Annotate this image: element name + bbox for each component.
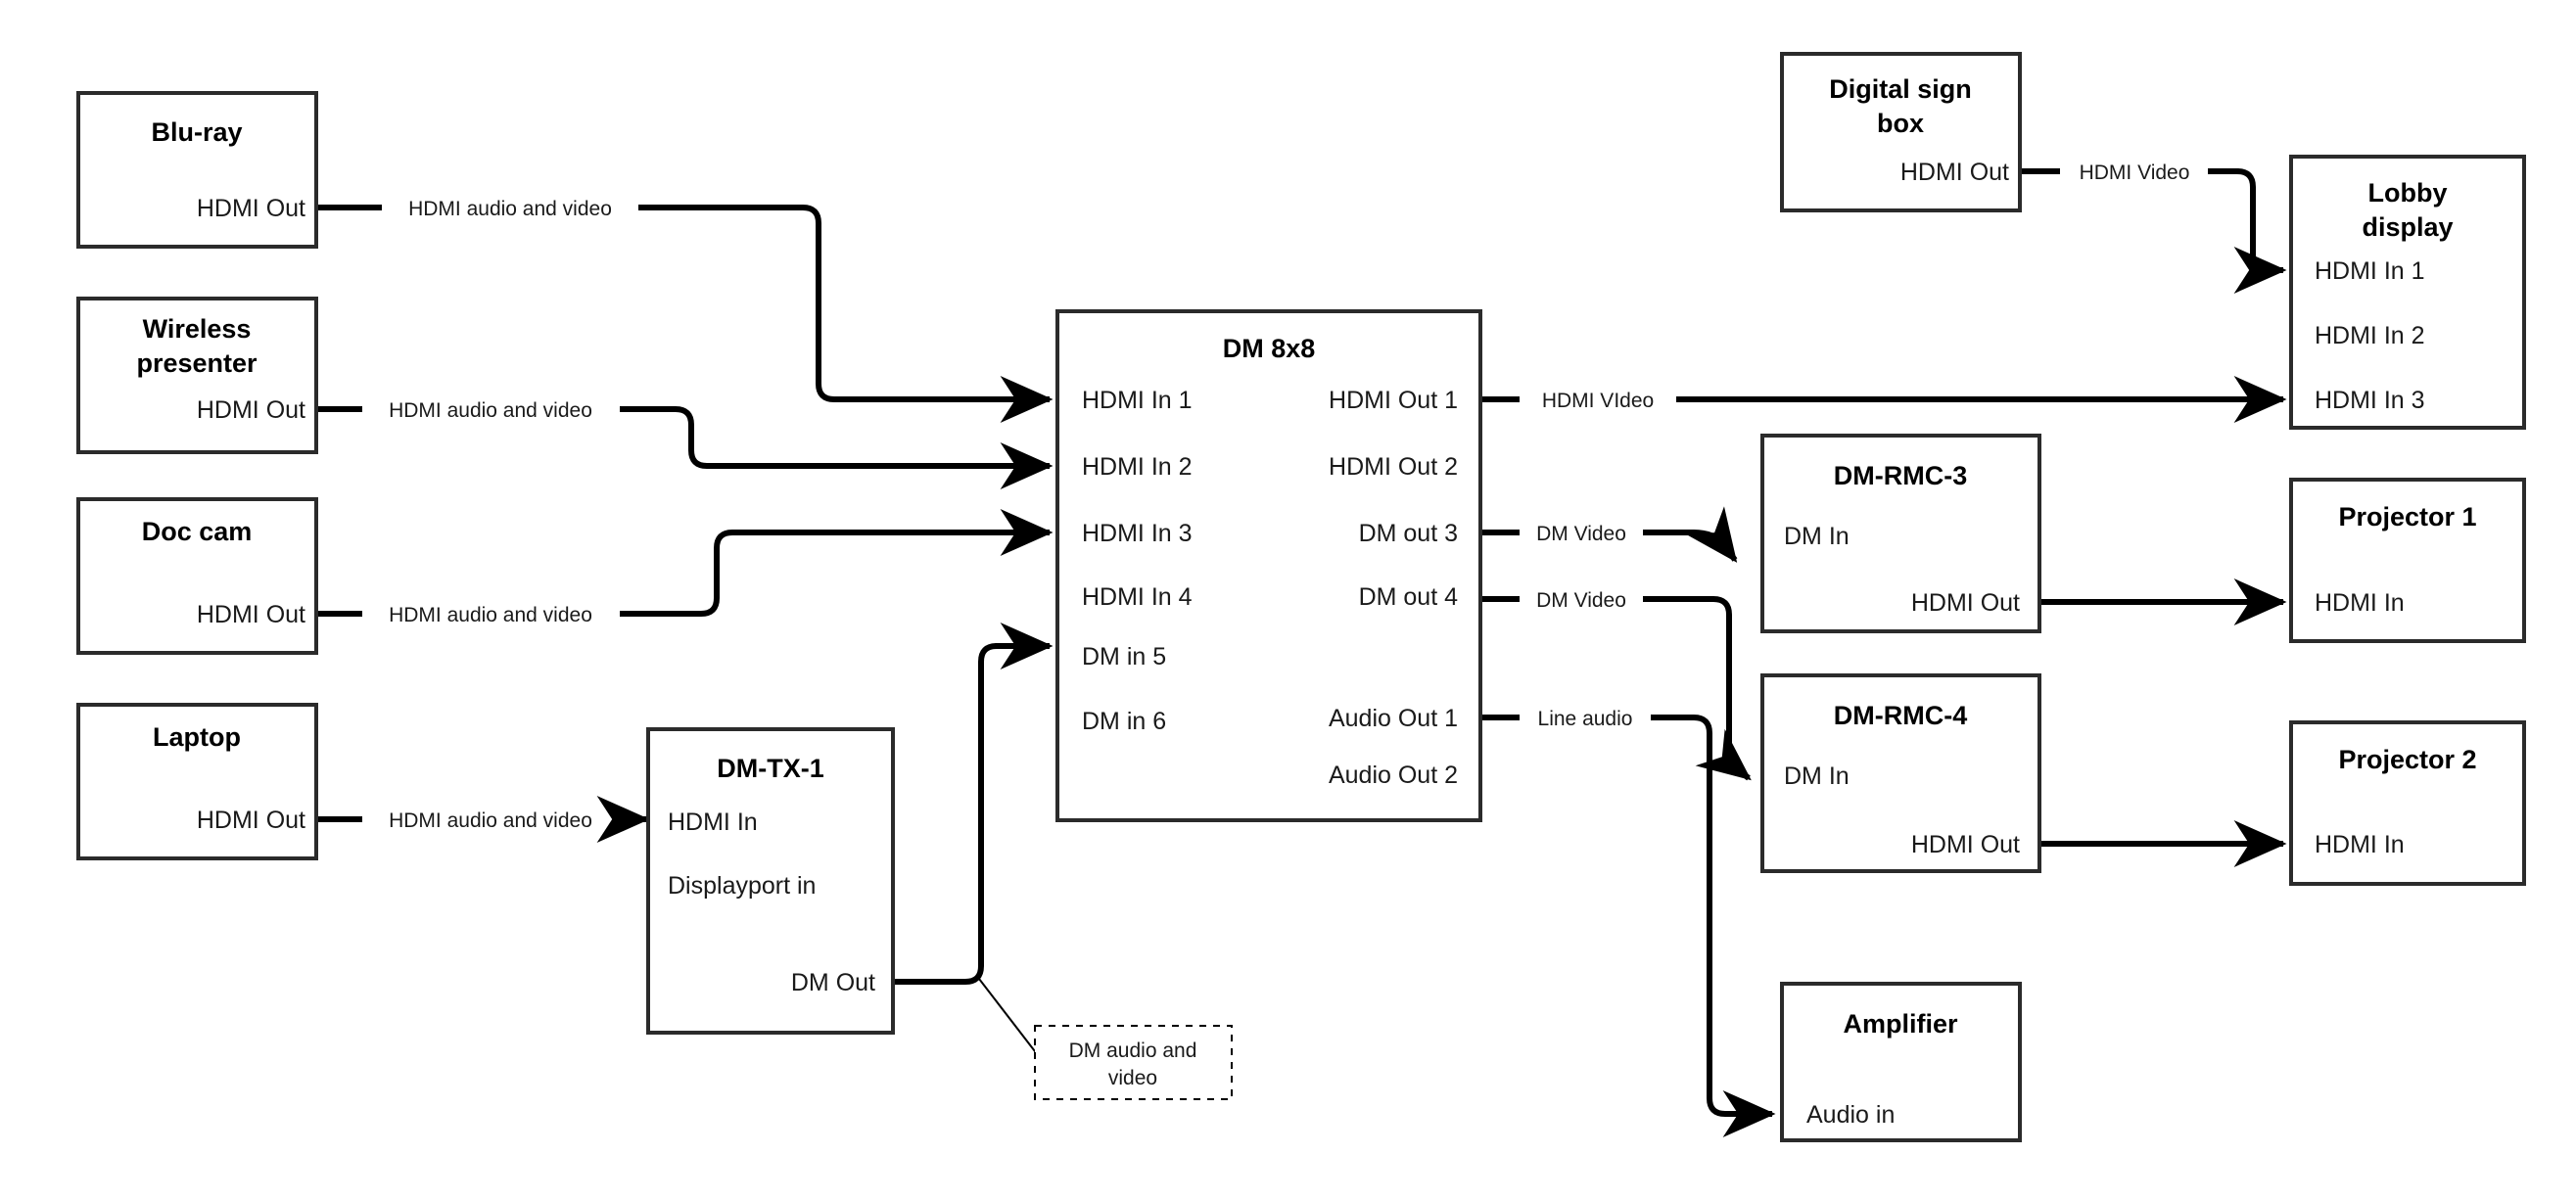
dm-8x8-input-dm-in-5: DM in 5 (1082, 643, 1166, 670)
node-dm-rmc-4[interactable]: DM-RMC-4 DM In HDMI Out (1760, 673, 2041, 873)
node-dm-tx-1[interactable]: DM-TX-1 HDMI In Displayport in DM Out (646, 727, 895, 1035)
digital-sign-box-port-hdmi-out: HDMI Out (1900, 159, 2009, 186)
dm-8x8-input-hdmi-in-2: HDMI In 2 (1082, 453, 1193, 481)
lobby-display-title-line2: display (2362, 212, 2453, 242)
dm-rmc-3-port-dm-in: DM In (1784, 523, 1850, 550)
node-bluray[interactable]: Blu-ray HDMI Out (76, 91, 318, 249)
projector-1-title: Projector 1 (2338, 502, 2476, 531)
wireless-presenter-title-line1: Wireless (143, 314, 252, 344)
dm-rmc-4-port-dm-in: DM In (1784, 762, 1850, 790)
projector-1-box[interactable] (2289, 478, 2526, 643)
dm-rmc-4-box[interactable] (1760, 673, 2041, 873)
lobby-display-box[interactable] (2289, 155, 2526, 430)
dm-tx-1-port-displayport-in: Displayport in (668, 872, 816, 900)
dm-rmc-3-box[interactable] (1760, 434, 2041, 633)
node-lobby-display[interactable]: Lobby display HDMI In 1 HDMI In 2 HDMI I… (2289, 155, 2526, 430)
digital-sign-box-title-line2: box (1877, 109, 1924, 138)
wire-signbox-to-lobby-in1 (2020, 168, 2283, 270)
dm-rmc-4-title: DM-RMC-4 (1834, 701, 1967, 730)
doc-cam-title: Doc cam (142, 517, 253, 546)
bluray-box[interactable] (76, 91, 318, 249)
dm-8x8-input-hdmi-in-3: HDMI In 3 (1082, 520, 1193, 547)
node-projector-1[interactable]: Projector 1 HDMI In (2289, 478, 2526, 643)
dm-rmc-3-title: DM-RMC-3 (1834, 461, 1967, 490)
dm-8x8-output-dm-out-3: DM out 3 (1359, 520, 1458, 547)
dm-8x8-output-audio-out-2: Audio Out 2 (1329, 762, 1458, 789)
projector-2-title: Projector 2 (2338, 745, 2476, 774)
dm-8x8-title: DM 8x8 (1223, 334, 1316, 363)
cable-label-dm-audioout1-to-amp: Line audio (1538, 708, 1633, 730)
dm-rmc-4-port-hdmi-out: HDMI Out (1911, 831, 2020, 858)
wireless-presenter-title-line2: presenter (136, 348, 258, 378)
node-laptop[interactable]: Laptop HDMI Out (76, 703, 318, 860)
callout-dm-audio-and-video: DM audio and video (1034, 1025, 1233, 1100)
cable-label-dm-out4-to-rmc4: DM Video (1536, 589, 1626, 612)
wire-dmtx1-out-to-dm-in5 (893, 623, 1054, 985)
node-wireless-presenter[interactable]: Wireless presenter HDMI Out (76, 297, 318, 454)
dm-8x8-output-hdmi-out-1: HDMI Out 1 (1329, 387, 1458, 414)
lobby-display-port-hdmi-in-3: HDMI In 3 (2315, 387, 2425, 414)
node-dm-8x8[interactable]: DM 8x8 HDMI In 1 HDMI In 2 HDMI In 3 HDM… (1055, 309, 1482, 822)
cable-label-dm-out3-to-rmc3: DM Video (1536, 523, 1626, 545)
laptop-port-hdmi-out: HDMI Out (197, 807, 305, 834)
dm-tx-1-port-hdmi-in: HDMI In (668, 808, 758, 836)
cable-labels: HDMI audio and video HDMI audio and vide… (389, 162, 2189, 832)
laptop-title: Laptop (153, 722, 241, 752)
wire-wireless-to-dm-in2 (316, 406, 1050, 466)
dm-tx-1-port-dm-out: DM Out (791, 969, 875, 996)
dm-8x8-output-dm-out-4: DM out 4 (1359, 583, 1459, 611)
callout-dm-audio-video-line1: DM audio and (1069, 1039, 1197, 1062)
node-doc-cam[interactable]: Doc cam HDMI Out (76, 497, 318, 655)
cable-label-doccam-to-dm: HDMI audio and video (389, 604, 592, 626)
digital-sign-box-title-line1: Digital sign (1829, 74, 1972, 104)
dm-8x8-input-dm-in-6: DM in 6 (1082, 708, 1166, 735)
bluray-port-hdmi-out: HDMI Out (197, 195, 305, 222)
node-digital-sign-box[interactable]: Digital sign box HDMI Out (1780, 52, 2022, 212)
projector-1-port-hdmi-in: HDMI In (2315, 589, 2405, 617)
wire-bluray-to-dm-in1 (316, 205, 1050, 399)
wire-dm-audioout1-to-amplifier-in (1480, 715, 1772, 1114)
amplifier-port-audio-in: Audio in (1806, 1101, 1895, 1129)
wire-dm-out4-to-rmc4-in (1480, 596, 1749, 778)
dm-rmc-3-port-hdmi-out: HDMI Out (1911, 589, 2020, 617)
doc-cam-port-hdmi-out: HDMI Out (197, 601, 305, 628)
node-amplifier[interactable]: Amplifier Audio in (1780, 982, 2022, 1142)
dm-8x8-input-hdmi-in-4: HDMI In 4 (1082, 583, 1193, 611)
lobby-display-port-hdmi-in-2: HDMI In 2 (2315, 322, 2425, 349)
cable-label-wireless-to-dm: HDMI audio and video (389, 399, 592, 422)
cable-label-dm-hdmiout1-to-lobby: HDMI VIdeo (1542, 390, 1654, 412)
wireless-presenter-box[interactable] (76, 297, 318, 454)
laptop-box[interactable] (76, 703, 318, 860)
projector-2-box[interactable] (2289, 720, 2526, 886)
callout-dm-audio-video-line2: video (1108, 1067, 1157, 1089)
dm-tx-1-title: DM-TX-1 (717, 754, 824, 783)
dm-8x8-box[interactable] (1055, 309, 1482, 822)
callout-box-dm-audio-video (1034, 1025, 1233, 1100)
cable-label-laptop-to-tx: HDMI audio and video (389, 809, 592, 832)
cable-label-bluray-to-dm: HDMI audio and video (408, 198, 612, 220)
wireless-presenter-port-hdmi-out: HDMI Out (197, 396, 305, 424)
dm-8x8-output-hdmi-out-2: HDMI Out 2 (1329, 453, 1458, 481)
amplifier-title: Amplifier (1843, 1009, 1958, 1039)
cable-label-signbox-to-lobby: HDMI Video (2080, 162, 2190, 184)
dm-tx-1-box[interactable] (646, 727, 895, 1035)
digital-sign-box-box[interactable] (1780, 52, 2022, 212)
amplifier-box[interactable] (1780, 982, 2022, 1142)
dm-8x8-input-hdmi-in-1: HDMI In 1 (1082, 387, 1193, 414)
leader-line-dm-audio-video-callout (978, 978, 1039, 1056)
bluray-title: Blu-ray (151, 117, 242, 147)
node-dm-rmc-3[interactable]: DM-RMC-3 DM In HDMI Out (1760, 434, 2041, 633)
lobby-display-port-hdmi-in-1: HDMI In 1 (2315, 257, 2425, 285)
dm-8x8-output-audio-out-1: Audio Out 1 (1329, 705, 1458, 732)
projector-2-port-hdmi-in: HDMI In (2315, 831, 2405, 858)
wire-dm-out3-to-rmc3-in (1480, 532, 1735, 560)
node-projector-2[interactable]: Projector 2 HDMI In (2289, 720, 2526, 886)
wire-doccam-to-dm-in3 (316, 532, 1050, 617)
lobby-display-title-line1: Lobby (2368, 178, 2448, 208)
doc-cam-box[interactable] (76, 497, 318, 655)
